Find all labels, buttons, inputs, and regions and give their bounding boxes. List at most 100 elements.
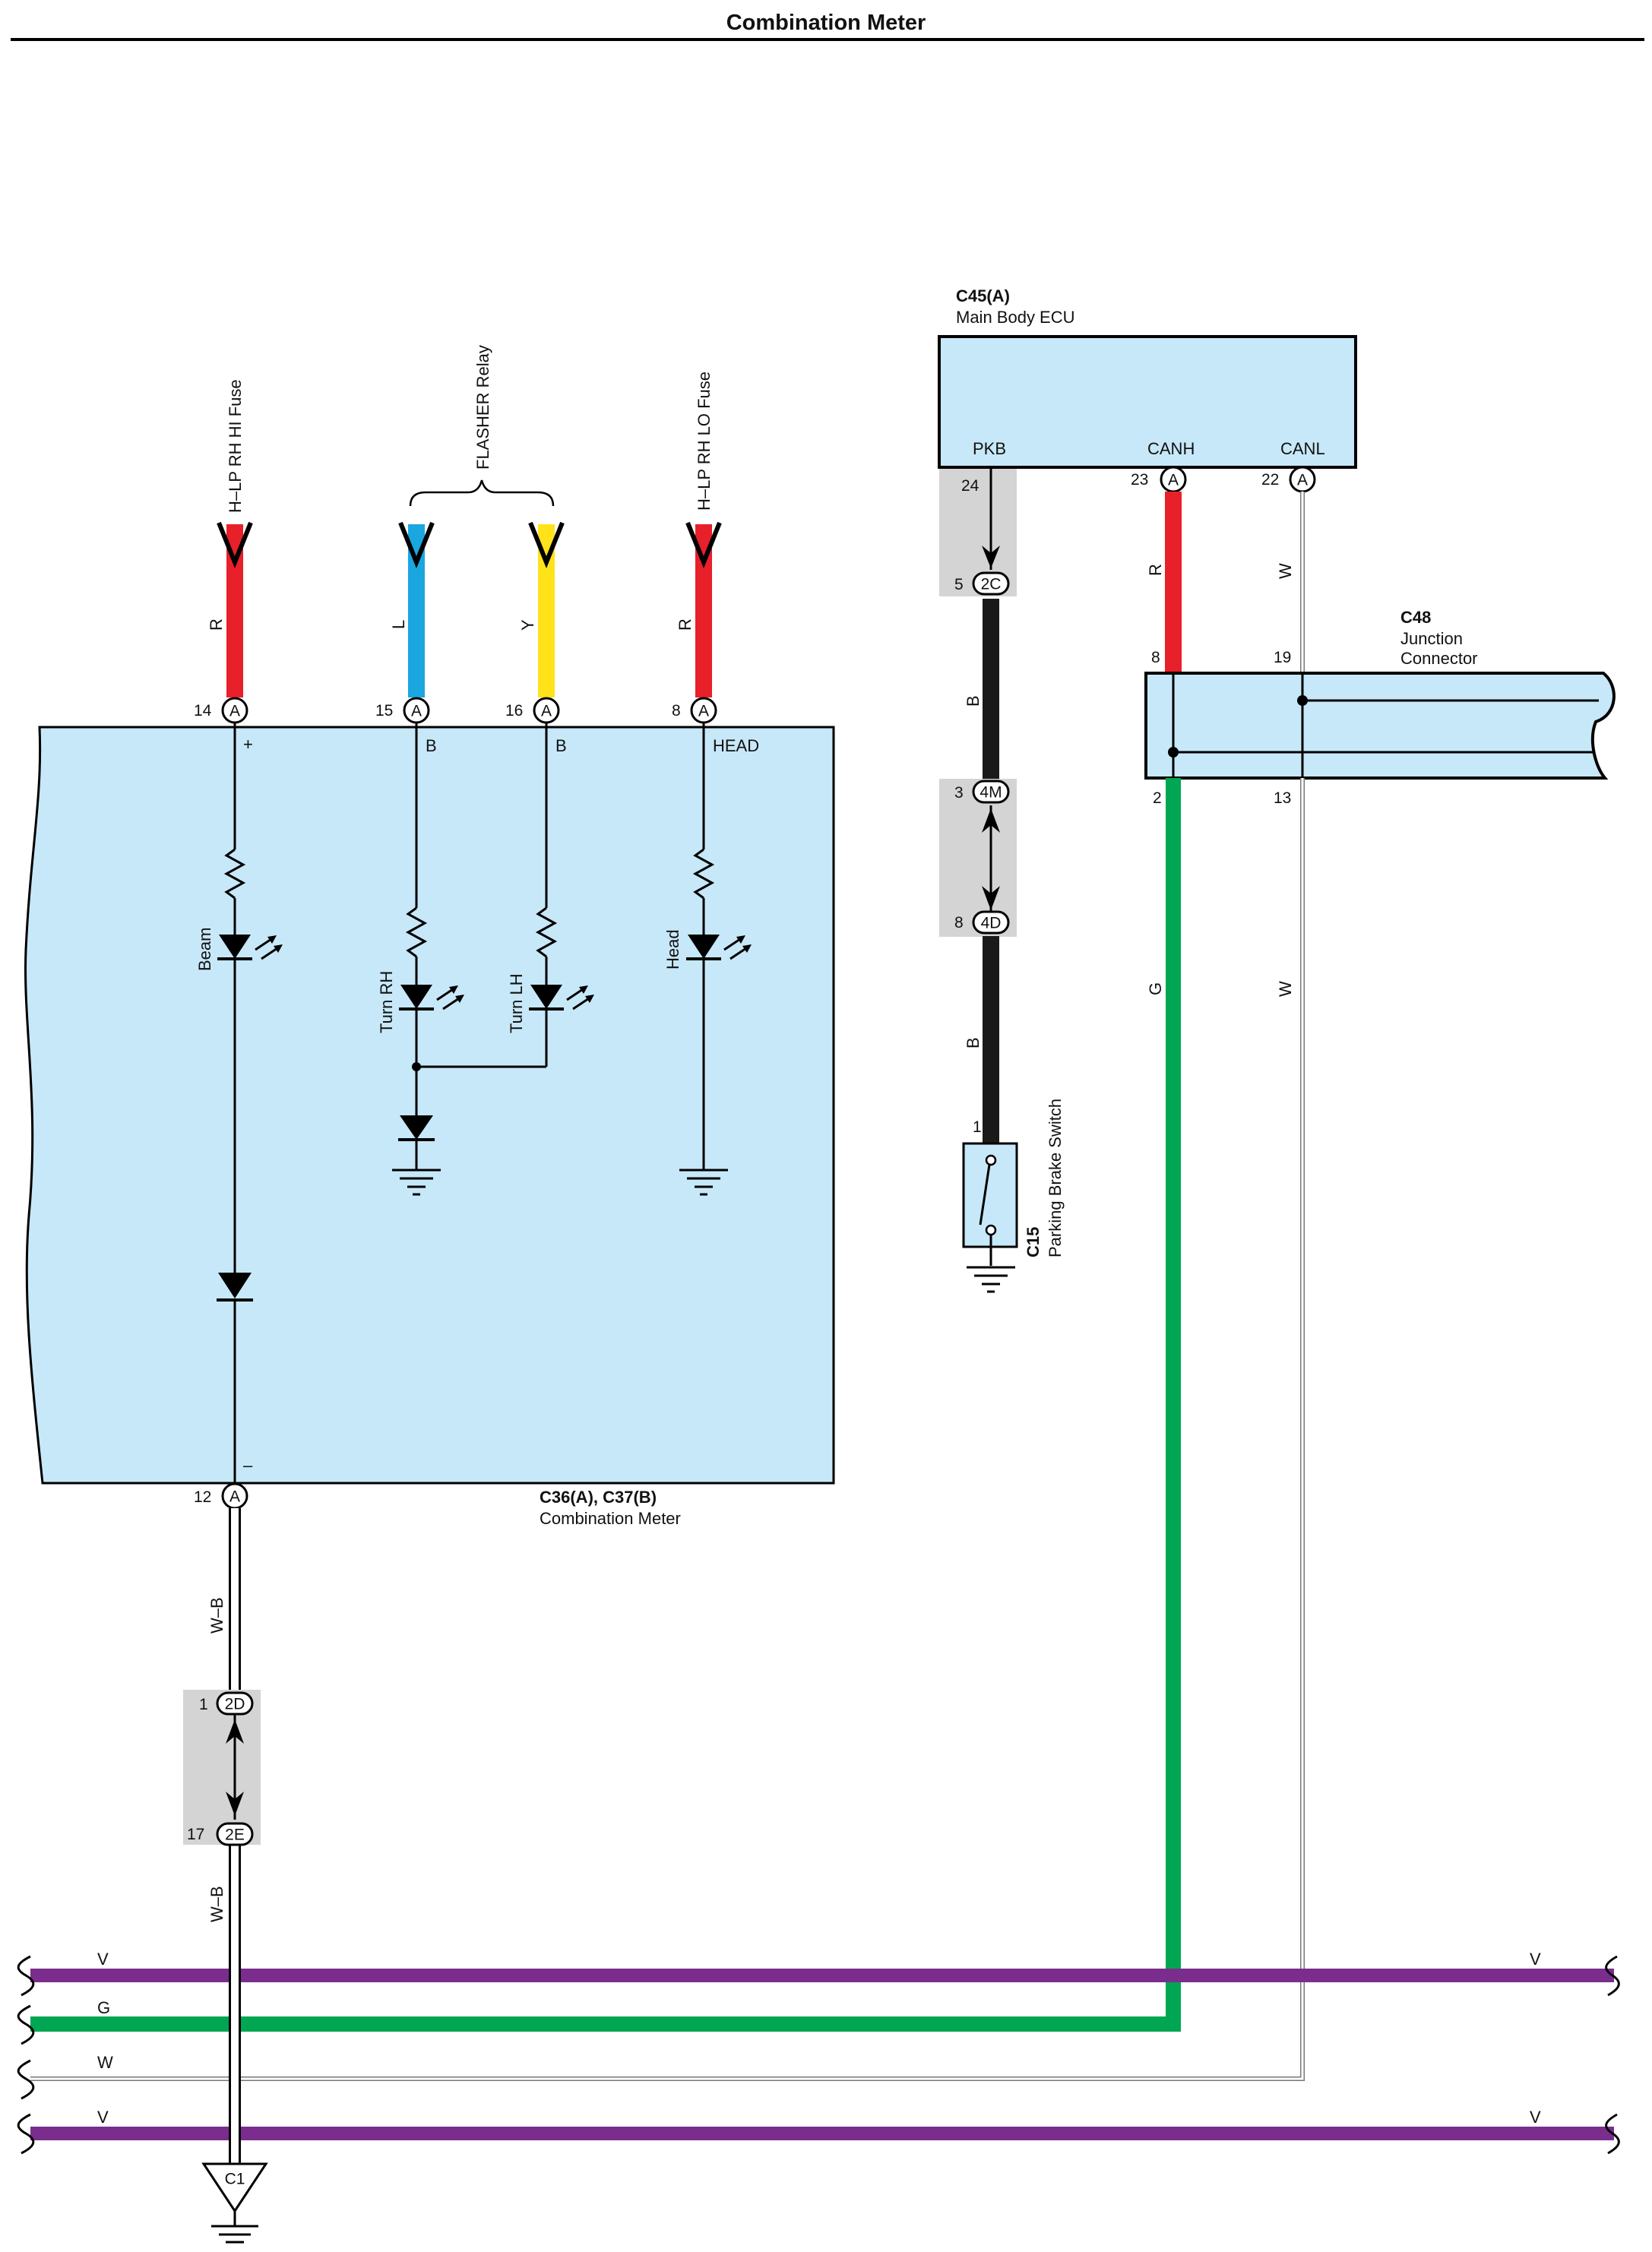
terminal-plus: +	[243, 735, 253, 754]
wire-label-pkb-b1: B	[964, 695, 983, 707]
svg-text:8: 8	[954, 914, 964, 931]
page-title: Combination Meter	[726, 11, 926, 35]
connector-4m-4d-shade	[939, 779, 1017, 937]
bus-label-v2-left: V	[97, 2108, 109, 2127]
ecu-pin-canl: 22 A	[1261, 466, 1316, 493]
svg-text:5: 5	[954, 576, 964, 593]
meter-pin-14: 14 A	[194, 697, 248, 724]
svg-text:A: A	[698, 703, 709, 720]
ecu-pin-pkb: 24	[961, 477, 979, 495]
parking-brake-switch	[962, 1142, 1018, 1266]
beam-label: Beam	[195, 928, 214, 971]
bus-label-v-right: V	[1530, 1950, 1541, 1969]
connector-2e: 17 2E	[187, 1792, 254, 1846]
bus-label-v-left: V	[97, 1950, 109, 1969]
beam-diode	[217, 1273, 253, 1302]
switch-ground-icon	[967, 1266, 1015, 1293]
junction-connector-c48	[1144, 672, 1616, 780]
bus-break-marks-right	[1605, 1955, 1620, 2155]
terminal-minus: –	[243, 1456, 253, 1475]
turn-junction-dot	[412, 1062, 421, 1071]
wire-g-canh	[30, 778, 1181, 2032]
head-led	[686, 935, 752, 960]
meter-name: Combination Meter	[540, 1509, 681, 1528]
wire-w-canl-2	[30, 778, 1305, 2081]
ecu-terminal-canh: CANH	[1147, 439, 1195, 458]
ecu-terminal-canl: CANL	[1280, 439, 1325, 458]
terminal-b1: B	[426, 736, 437, 755]
svg-text:1: 1	[199, 1696, 208, 1713]
bus-label-v2-right: V	[1530, 2108, 1541, 2127]
bus-label-w-left: W	[97, 2053, 113, 2072]
turn-lh-led	[529, 985, 594, 1011]
junction-internals	[1172, 673, 1599, 778]
wire-r-hi	[217, 521, 253, 697]
wire-y	[528, 521, 565, 697]
terminal-b2: B	[555, 736, 567, 755]
junction-pin-19: 19	[1274, 649, 1291, 666]
combination-meter-body	[24, 726, 835, 1485]
beam-circuit	[223, 723, 246, 1495]
terminal-head: HEAD	[713, 736, 759, 755]
meter-ref: C36(A), C37(B)	[540, 1488, 657, 1507]
wire-label-y: Y	[518, 619, 537, 631]
head-label: Head	[663, 929, 682, 969]
ground-point-c1: C1	[201, 2162, 268, 2244]
junction-name-1: Junction	[1400, 629, 1463, 648]
bus-label-g-left: G	[97, 1998, 110, 2017]
flasher-brace	[409, 479, 555, 507]
svg-text:2E: 2E	[225, 1827, 245, 1844]
head-circuit	[692, 723, 715, 1170]
head-ground-icon	[679, 1169, 728, 1196]
ecu-ref: C45(A)	[956, 286, 1010, 305]
svg-text:A: A	[229, 703, 240, 720]
bus-break-marks-left	[17, 1955, 35, 2155]
svg-text:A: A	[541, 703, 552, 720]
meter-pin-15: 15 A	[375, 697, 430, 724]
svg-text:8: 8	[672, 702, 681, 720]
junction-ref: C48	[1400, 608, 1431, 627]
junction-pin-8: 8	[1151, 649, 1160, 666]
wire-r-lo	[685, 521, 722, 697]
switch-ref: C15	[1024, 1227, 1043, 1257]
svg-text:2D: 2D	[225, 1696, 245, 1713]
wire-l	[398, 521, 435, 697]
wire-label-canl-w: W	[1276, 563, 1295, 579]
flasher-relay-label: FLASHER Relay	[473, 345, 492, 470]
meter-pin-8: 8 A	[672, 697, 717, 724]
ecu-name: Main Body ECU	[956, 308, 1075, 327]
svg-text:A: A	[1297, 472, 1308, 489]
meter-pin-16: 16 A	[505, 697, 560, 724]
svg-text:16: 16	[505, 702, 523, 720]
svg-text:17: 17	[187, 1826, 204, 1843]
junction-pin-2: 2	[1153, 789, 1162, 807]
connector-2d: 1 2D	[199, 1691, 254, 1744]
junction-dot-canh	[1168, 747, 1179, 758]
wire-label-canl-w2: W	[1276, 981, 1295, 997]
hi-fuse-label: H–LP RH HI Fuse	[226, 379, 245, 513]
turn-rh-led	[399, 985, 464, 1011]
wire-label-pkb-b2: B	[964, 1037, 983, 1049]
svg-text:C1: C1	[225, 2171, 245, 2188]
svg-text:14: 14	[194, 702, 212, 720]
wire-label-wb1: W–B	[207, 1597, 226, 1634]
main-body-ecu	[938, 335, 1357, 469]
ecu-pin-canh: 23 A	[1131, 466, 1187, 493]
svg-text:12: 12	[194, 1488, 211, 1506]
connector-4d: 8 4D	[954, 886, 1010, 935]
meter-pin-12: 12 A	[194, 1482, 248, 1510]
switch-pin: 1	[973, 1118, 982, 1136]
wire-label-canh-r: R	[1146, 564, 1165, 576]
wire-label-l: L	[389, 620, 408, 629]
wire-label-canh-g: G	[1146, 982, 1165, 995]
turn-diode	[398, 1115, 435, 1141]
svg-text:3: 3	[954, 784, 964, 802]
svg-text:4D: 4D	[981, 915, 1002, 932]
svg-text:A: A	[1168, 472, 1179, 489]
wire-label-r2: R	[676, 618, 695, 631]
svg-text:4M: 4M	[979, 784, 1002, 802]
connector-2d-2e-shade	[183, 1690, 261, 1845]
beam-led	[217, 935, 283, 960]
svg-text:15: 15	[375, 702, 393, 720]
